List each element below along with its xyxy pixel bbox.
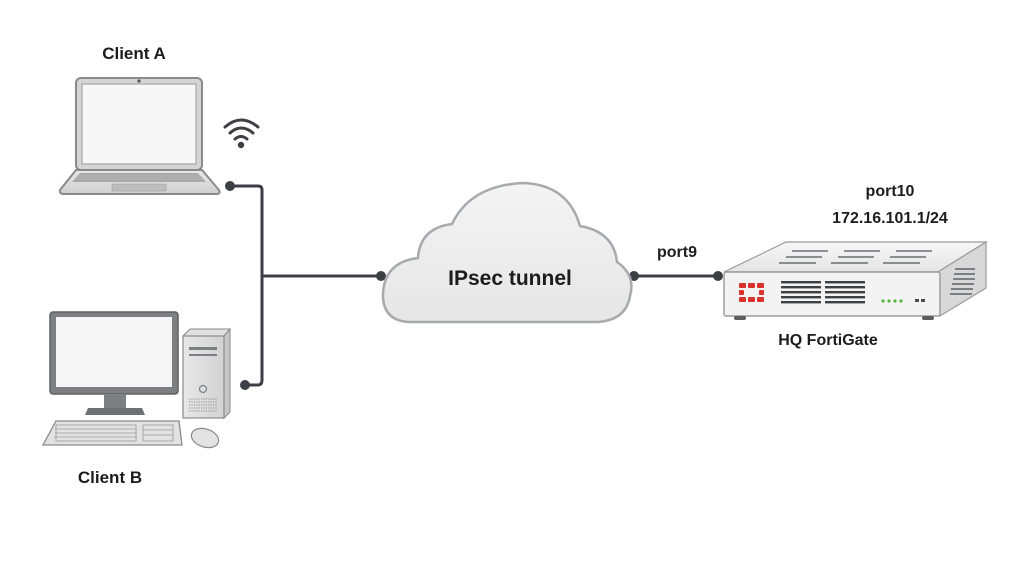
- connection-lines: [230, 184, 718, 387]
- desktop-computer-icon: [41, 311, 232, 449]
- top-vents: [779, 250, 932, 264]
- ipsec-tunnel-cloud: [381, 181, 633, 324]
- ipsec-tunnel-label: IPsec tunnel: [448, 267, 572, 290]
- port-indicators: [915, 299, 925, 302]
- client-a-label: Client A: [102, 44, 166, 63]
- laptop-icon: [58, 77, 221, 195]
- port-dot-tunnel-left: [376, 271, 386, 281]
- side-vents: [950, 268, 975, 295]
- port10-ip-label: 172.16.101.1/24: [832, 210, 948, 227]
- port-dot-port9: [713, 271, 723, 281]
- fortigate-firewall-icon: [723, 240, 989, 320]
- hq-fortigate-label: HQ FortiGate: [778, 332, 878, 349]
- connection-dots: [225, 181, 723, 390]
- port10-label: port10: [865, 183, 915, 200]
- front-vents: [781, 281, 865, 304]
- port-dot-client-a: [225, 181, 235, 191]
- port-dot-client-b: [240, 380, 250, 390]
- link-client-a: [230, 184, 264, 387]
- client-b-label: Client B: [77, 468, 143, 487]
- fortinet-logo-icon: [739, 283, 764, 302]
- status-leds: [881, 299, 903, 303]
- port9-label: port9: [657, 244, 697, 261]
- wifi-icon: [223, 118, 260, 149]
